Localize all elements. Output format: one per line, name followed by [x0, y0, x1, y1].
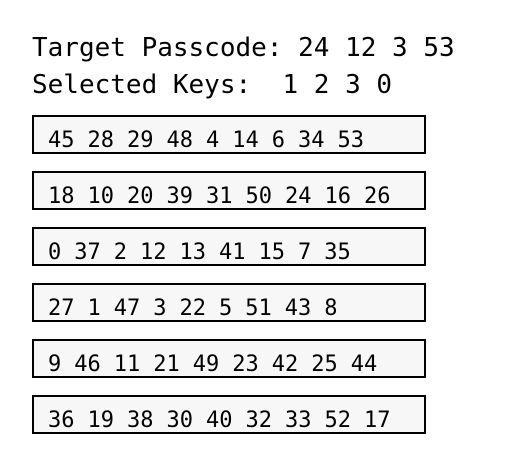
- keypad-key[interactable]: 39: [166, 184, 194, 209]
- keypad-row-1: 45 28 29 48 4 14 6 34 53: [32, 115, 426, 154]
- keypad-key[interactable]: 32: [245, 408, 273, 433]
- selected-key-value: 0: [376, 70, 393, 100]
- keypad-key[interactable]: 28: [87, 128, 115, 153]
- keypad-key[interactable]: 52: [324, 408, 352, 433]
- keypad-key[interactable]: 6: [271, 128, 285, 153]
- keypad-row-2: 18 10 20 39 31 50 24 16 26: [32, 171, 426, 210]
- selected-keys-label: Selected Keys:: [32, 70, 252, 100]
- keypad-key[interactable]: 33: [285, 408, 312, 433]
- selected-key-value: 3: [345, 70, 361, 100]
- keypad-key[interactable]: 53: [337, 128, 365, 153]
- keypad-key[interactable]: 40: [206, 408, 233, 433]
- keypad-key[interactable]: 13: [179, 240, 207, 265]
- keypad-key[interactable]: 49: [192, 352, 220, 377]
- target-code-value: 12: [345, 33, 377, 63]
- keypad-row-6: 36 19 38 30 40 32 33 52 17: [32, 395, 426, 434]
- keypad-row-3: 0 37 2 12 13 41 15 7 35: [32, 227, 426, 266]
- keypad-key[interactable]: 9: [48, 352, 62, 377]
- keypad-key[interactable]: 12: [140, 240, 167, 265]
- keypad-row-5: 9 46 11 21 49 23 42 25 44: [32, 339, 426, 378]
- selected-keys-line: Selected Keys: 1 2 3 0: [32, 69, 392, 101]
- keypad-key[interactable]: 4: [206, 128, 220, 153]
- keypad-key[interactable]: 36: [48, 408, 75, 433]
- keypad-key[interactable]: 25: [311, 352, 338, 377]
- keypad-key[interactable]: 21: [153, 352, 180, 377]
- keypad-key[interactable]: 19: [87, 408, 115, 433]
- keypad-key[interactable]: 30: [166, 408, 194, 433]
- keypad-key[interactable]: 44: [350, 352, 378, 377]
- keypad-key[interactable]: 45: [48, 128, 75, 153]
- target-code-value: 3: [392, 33, 408, 63]
- keypad-key[interactable]: 11: [113, 352, 141, 377]
- keypad-key[interactable]: 8: [324, 296, 338, 321]
- keypad-key[interactable]: 1: [87, 296, 101, 321]
- keypad-key[interactable]: 20: [127, 184, 154, 209]
- keypad-key[interactable]: 0: [48, 240, 62, 265]
- keypad-key[interactable]: 10: [87, 184, 115, 209]
- keypad-key[interactable]: 43: [284, 296, 312, 321]
- keypad-key[interactable]: 29: [127, 128, 154, 153]
- selected-key-value: 1: [282, 70, 299, 100]
- target-passcode-label: Target Passcode:: [32, 33, 283, 63]
- keypad-key[interactable]: 18: [48, 184, 75, 209]
- target-passcode-line: Target Passcode: 24 12 3 53: [32, 32, 455, 64]
- keypad-key[interactable]: 31: [206, 184, 233, 209]
- keypad-key[interactable]: 14: [232, 128, 259, 153]
- keypad-key[interactable]: 42: [271, 352, 299, 377]
- keypad-key[interactable]: 34: [298, 128, 325, 153]
- keypad-key[interactable]: 24: [285, 184, 312, 209]
- keypad-key[interactable]: 26: [364, 184, 391, 209]
- keypad-key[interactable]: 23: [232, 352, 259, 377]
- keypad-key[interactable]: 22: [179, 296, 207, 321]
- keypad-key[interactable]: 15: [258, 240, 286, 265]
- keypad-key[interactable]: 2: [113, 240, 127, 265]
- keypad-key[interactable]: 47: [113, 296, 141, 321]
- keypad-key[interactable]: 5: [219, 296, 233, 321]
- keypad-key[interactable]: 41: [219, 240, 246, 265]
- keypad-key[interactable]: 16: [324, 184, 352, 209]
- target-code-value: 24: [298, 33, 330, 63]
- target-code-value: 53: [423, 33, 455, 63]
- keypad-key[interactable]: 35: [324, 240, 351, 265]
- keypad-key[interactable]: 46: [74, 352, 101, 377]
- keypad-key[interactable]: 38: [127, 408, 154, 433]
- selected-key-value: 2: [313, 70, 330, 100]
- keypad-key[interactable]: 48: [166, 128, 194, 153]
- keypad-key[interactable]: 50: [245, 184, 273, 209]
- keypad-key[interactable]: 3: [153, 296, 167, 321]
- keypad-key[interactable]: 17: [364, 408, 391, 433]
- keypad-key[interactable]: 37: [74, 240, 101, 265]
- keypad-row-4: 27 1 47 3 22 5 51 43 8: [32, 283, 426, 322]
- keypad-key[interactable]: 7: [298, 240, 312, 265]
- keypad-key[interactable]: 51: [245, 296, 272, 321]
- keypad-key[interactable]: 27: [48, 296, 75, 321]
